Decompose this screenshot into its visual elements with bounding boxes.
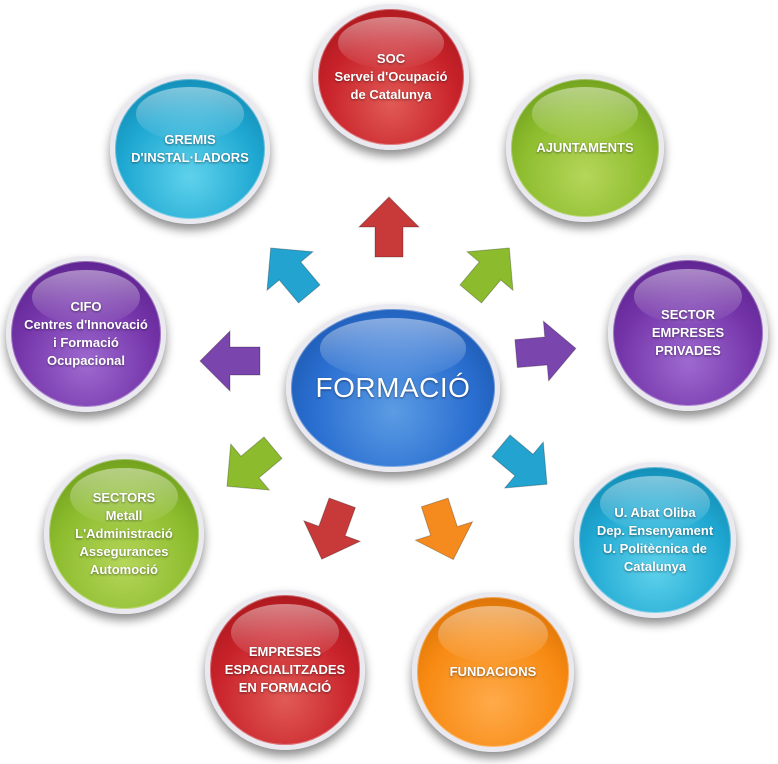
node-line: EN FORMACIÓ (238, 680, 332, 695)
node-line: Automoció (90, 562, 158, 577)
node-label: FUNDACIONS (442, 663, 545, 681)
arrow-to-gremis (258, 240, 322, 304)
arrow-to-cifo (198, 329, 262, 393)
node-label: EMPRESES ESPACIALITZADES EN FORMACIÓ (217, 643, 353, 697)
node-label: SECTOR EMPRESES PRIVADES (644, 306, 732, 360)
node-gremis: GREMIS D'INSTAL·LADORS (110, 74, 270, 224)
arrow-to-soc (357, 196, 421, 258)
node-line: ESPACIALITZADES (224, 662, 346, 677)
arrow-shape (199, 329, 261, 393)
node-line: Metall (105, 508, 143, 523)
node-line: GREMIS (164, 132, 216, 147)
arrow-to-universitats (491, 434, 556, 496)
node-line: U. Politècnica de (602, 541, 708, 556)
node-line: SECTOR (661, 307, 715, 322)
node-soc: SOC Servei d'Ocupació de Catalunya (313, 4, 469, 150)
node-label: GREMIS D'INSTAL·LADORS (123, 131, 257, 167)
arrow-to-empreses-formacio (300, 497, 364, 562)
node-ajuntaments: AJUNTAMENTS (506, 74, 664, 222)
node-line: EMPRESES (651, 325, 725, 340)
center-node-formacio: FORMACIÓ (286, 304, 500, 472)
arrow-shape (226, 436, 283, 491)
node-label: SECTORS Metall L'Administració Asseguran… (67, 489, 181, 579)
node-line: Dep. Ensenyament (596, 523, 714, 538)
arrow-to-fundacions (412, 497, 476, 562)
node-label: AJUNTAMENTS (528, 139, 641, 157)
node-line: de Catalunya (350, 87, 432, 102)
node-line: D'INSTAL·LADORS (131, 150, 249, 165)
node-sector-empreses: SECTOR EMPRESES PRIVADES (608, 255, 768, 411)
node-line: Ocupacional (46, 353, 125, 368)
arrow-shape (302, 497, 362, 560)
arrow-shape (514, 319, 577, 383)
arrow-to-ajuntaments (458, 240, 522, 304)
node-line: EMPRESES (248, 644, 322, 659)
node-line: PRIVADES (655, 343, 721, 358)
node-cifo: CIFO Centres d'Innovació i Formació Ocup… (6, 256, 166, 412)
node-label: U. Abat Oliba Dep. Ensenyament U. Politè… (589, 504, 721, 576)
arrow-shape (266, 247, 321, 304)
arrow-to-sectors (218, 436, 283, 498)
node-sectors: SECTORS Metall L'Administració Asseguran… (44, 454, 204, 614)
arrow-shape (414, 497, 474, 561)
node-label: CIFO Centres d'Innovació i Formació Ocup… (16, 298, 156, 370)
center-label: FORMACIÓ (308, 372, 479, 404)
arrow-shape (459, 247, 514, 304)
node-line: Catalunya (623, 559, 687, 574)
node-line: AJUNTAMENTS (536, 140, 634, 155)
node-fundacions: FUNDACIONS (412, 592, 574, 752)
node-line: L'Administració (75, 526, 173, 541)
node-line: Centres d'Innovació (24, 317, 148, 332)
node-line: U. Abat Oliba (614, 505, 696, 520)
node-line: Servei d'Ocupació (334, 69, 448, 84)
arrow-shape (491, 434, 548, 489)
node-universitats: U. Abat Oliba Dep. Ensenyament U. Politè… (574, 462, 736, 618)
node-empreses-formacio: EMPRESES ESPACIALITZADES EN FORMACIÓ (205, 590, 365, 750)
node-line: SECTORS (92, 490, 156, 505)
node-line: FUNDACIONS (449, 664, 537, 679)
node-line: CIFO (70, 299, 102, 314)
node-line: Assegurances (79, 544, 169, 559)
center-label-text: FORMACIÓ (315, 372, 471, 403)
node-line: SOC (376, 51, 406, 66)
node-line: i Formació (53, 335, 119, 350)
arrow-to-sector-empreses (514, 319, 578, 383)
node-label: SOC Servei d'Ocupació de Catalunya (327, 50, 456, 104)
arrow-shape (357, 196, 421, 258)
